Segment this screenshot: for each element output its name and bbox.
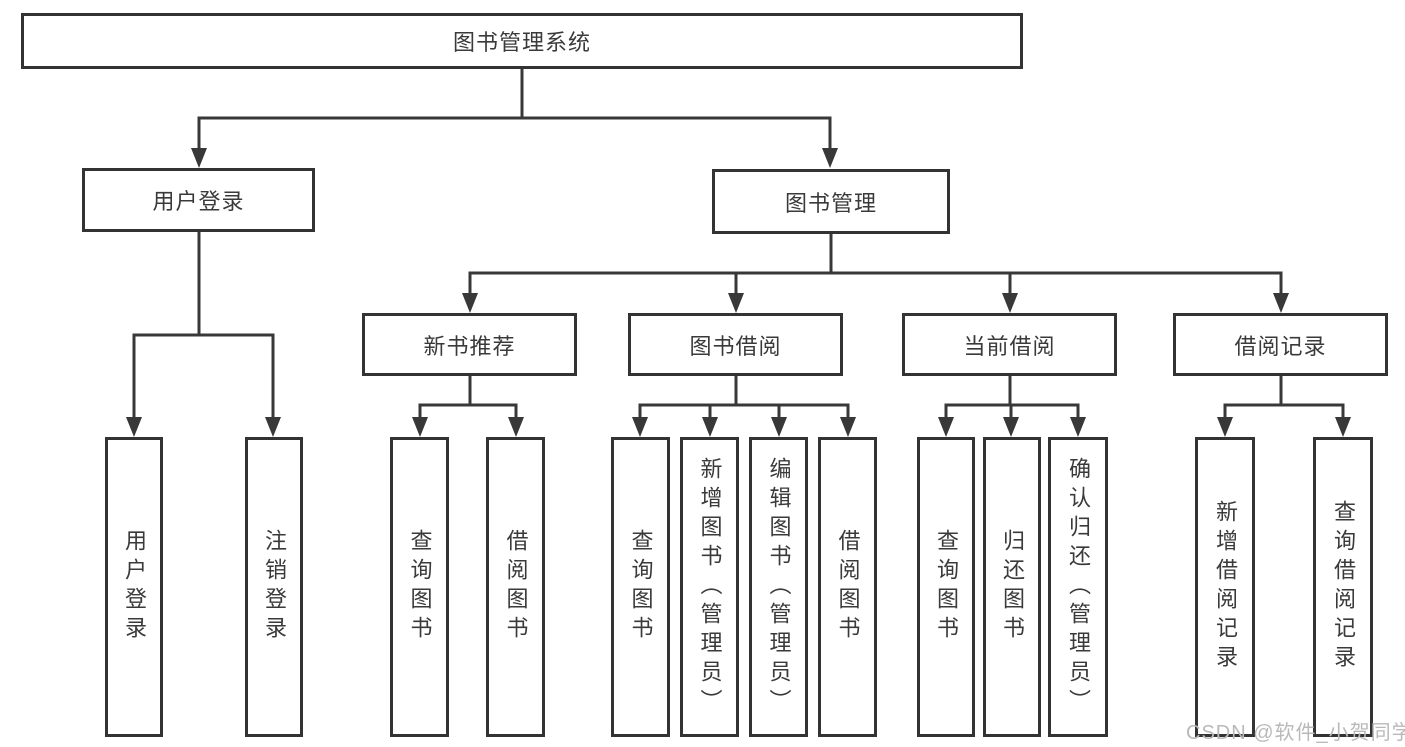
node-label: 新增借阅记录 <box>1213 500 1238 674</box>
node-label: 当前借阅 <box>963 333 1056 359</box>
node-label: 借阅记录 <box>1234 333 1327 359</box>
node-label: 用户登录 <box>152 189 245 214</box>
node-label: 借阅图书 <box>503 529 529 645</box>
leaf-add-books-admin: 新增图书（管理员） <box>680 437 739 737</box>
leaf-logout: 注销登录 <box>245 437 303 737</box>
node-root-library-system: 图书管理系统 <box>21 13 1023 69</box>
node-book-management: 图书管理 <box>712 169 950 234</box>
node-label: 查询借阅记录 <box>1331 500 1356 674</box>
node-label: 图书管理系统 <box>452 30 591 55</box>
leaf-add-borrow-record: 新增借阅记录 <box>1195 437 1255 737</box>
node-book-borrowing: 图书借阅 <box>628 313 843 376</box>
node-label: 借阅图书 <box>835 529 861 645</box>
node-current-borrowing: 当前借阅 <box>902 313 1117 376</box>
node-label: 新增图书（管理员） <box>697 456 723 718</box>
node-label: 编辑图书（管理员） <box>766 456 792 718</box>
leaf-query-books-2: 查询图书 <box>611 437 670 737</box>
node-label: 确认归还（管理员） <box>1066 456 1091 718</box>
leaf-borrow-books-2: 借阅图书 <box>818 437 877 737</box>
leaf-query-books-1: 查询图书 <box>390 437 449 737</box>
leaf-user-login: 用户登录 <box>105 437 163 737</box>
node-label: 图书借阅 <box>689 333 782 359</box>
node-new-book-recommend: 新书推荐 <box>362 313 577 376</box>
node-user-login: 用户登录 <box>82 168 315 232</box>
node-label: 新书推荐 <box>423 333 516 359</box>
node-label: 查询图书 <box>934 529 959 645</box>
node-label: 归还图书 <box>1000 529 1025 645</box>
leaf-confirm-return-admin: 确认归还（管理员） <box>1048 437 1108 737</box>
node-label: 查询图书 <box>407 529 433 645</box>
node-borrowing-records: 借阅记录 <box>1173 313 1388 376</box>
leaf-edit-books-admin: 编辑图书（管理员） <box>749 437 808 737</box>
leaf-return-books: 归还图书 <box>983 437 1041 737</box>
leaf-query-borrow-record: 查询借阅记录 <box>1313 437 1373 737</box>
csdn-watermark: CSDN @软件_小贺同学 <box>1186 722 1405 744</box>
node-label: 图书管理 <box>784 190 877 216</box>
node-label: 注销登录 <box>262 529 287 645</box>
leaf-borrow-books-1: 借阅图书 <box>486 437 545 737</box>
node-label: 用户登录 <box>122 529 147 645</box>
leaf-query-books-3: 查询图书 <box>917 437 975 737</box>
node-label: 查询图书 <box>628 529 654 645</box>
